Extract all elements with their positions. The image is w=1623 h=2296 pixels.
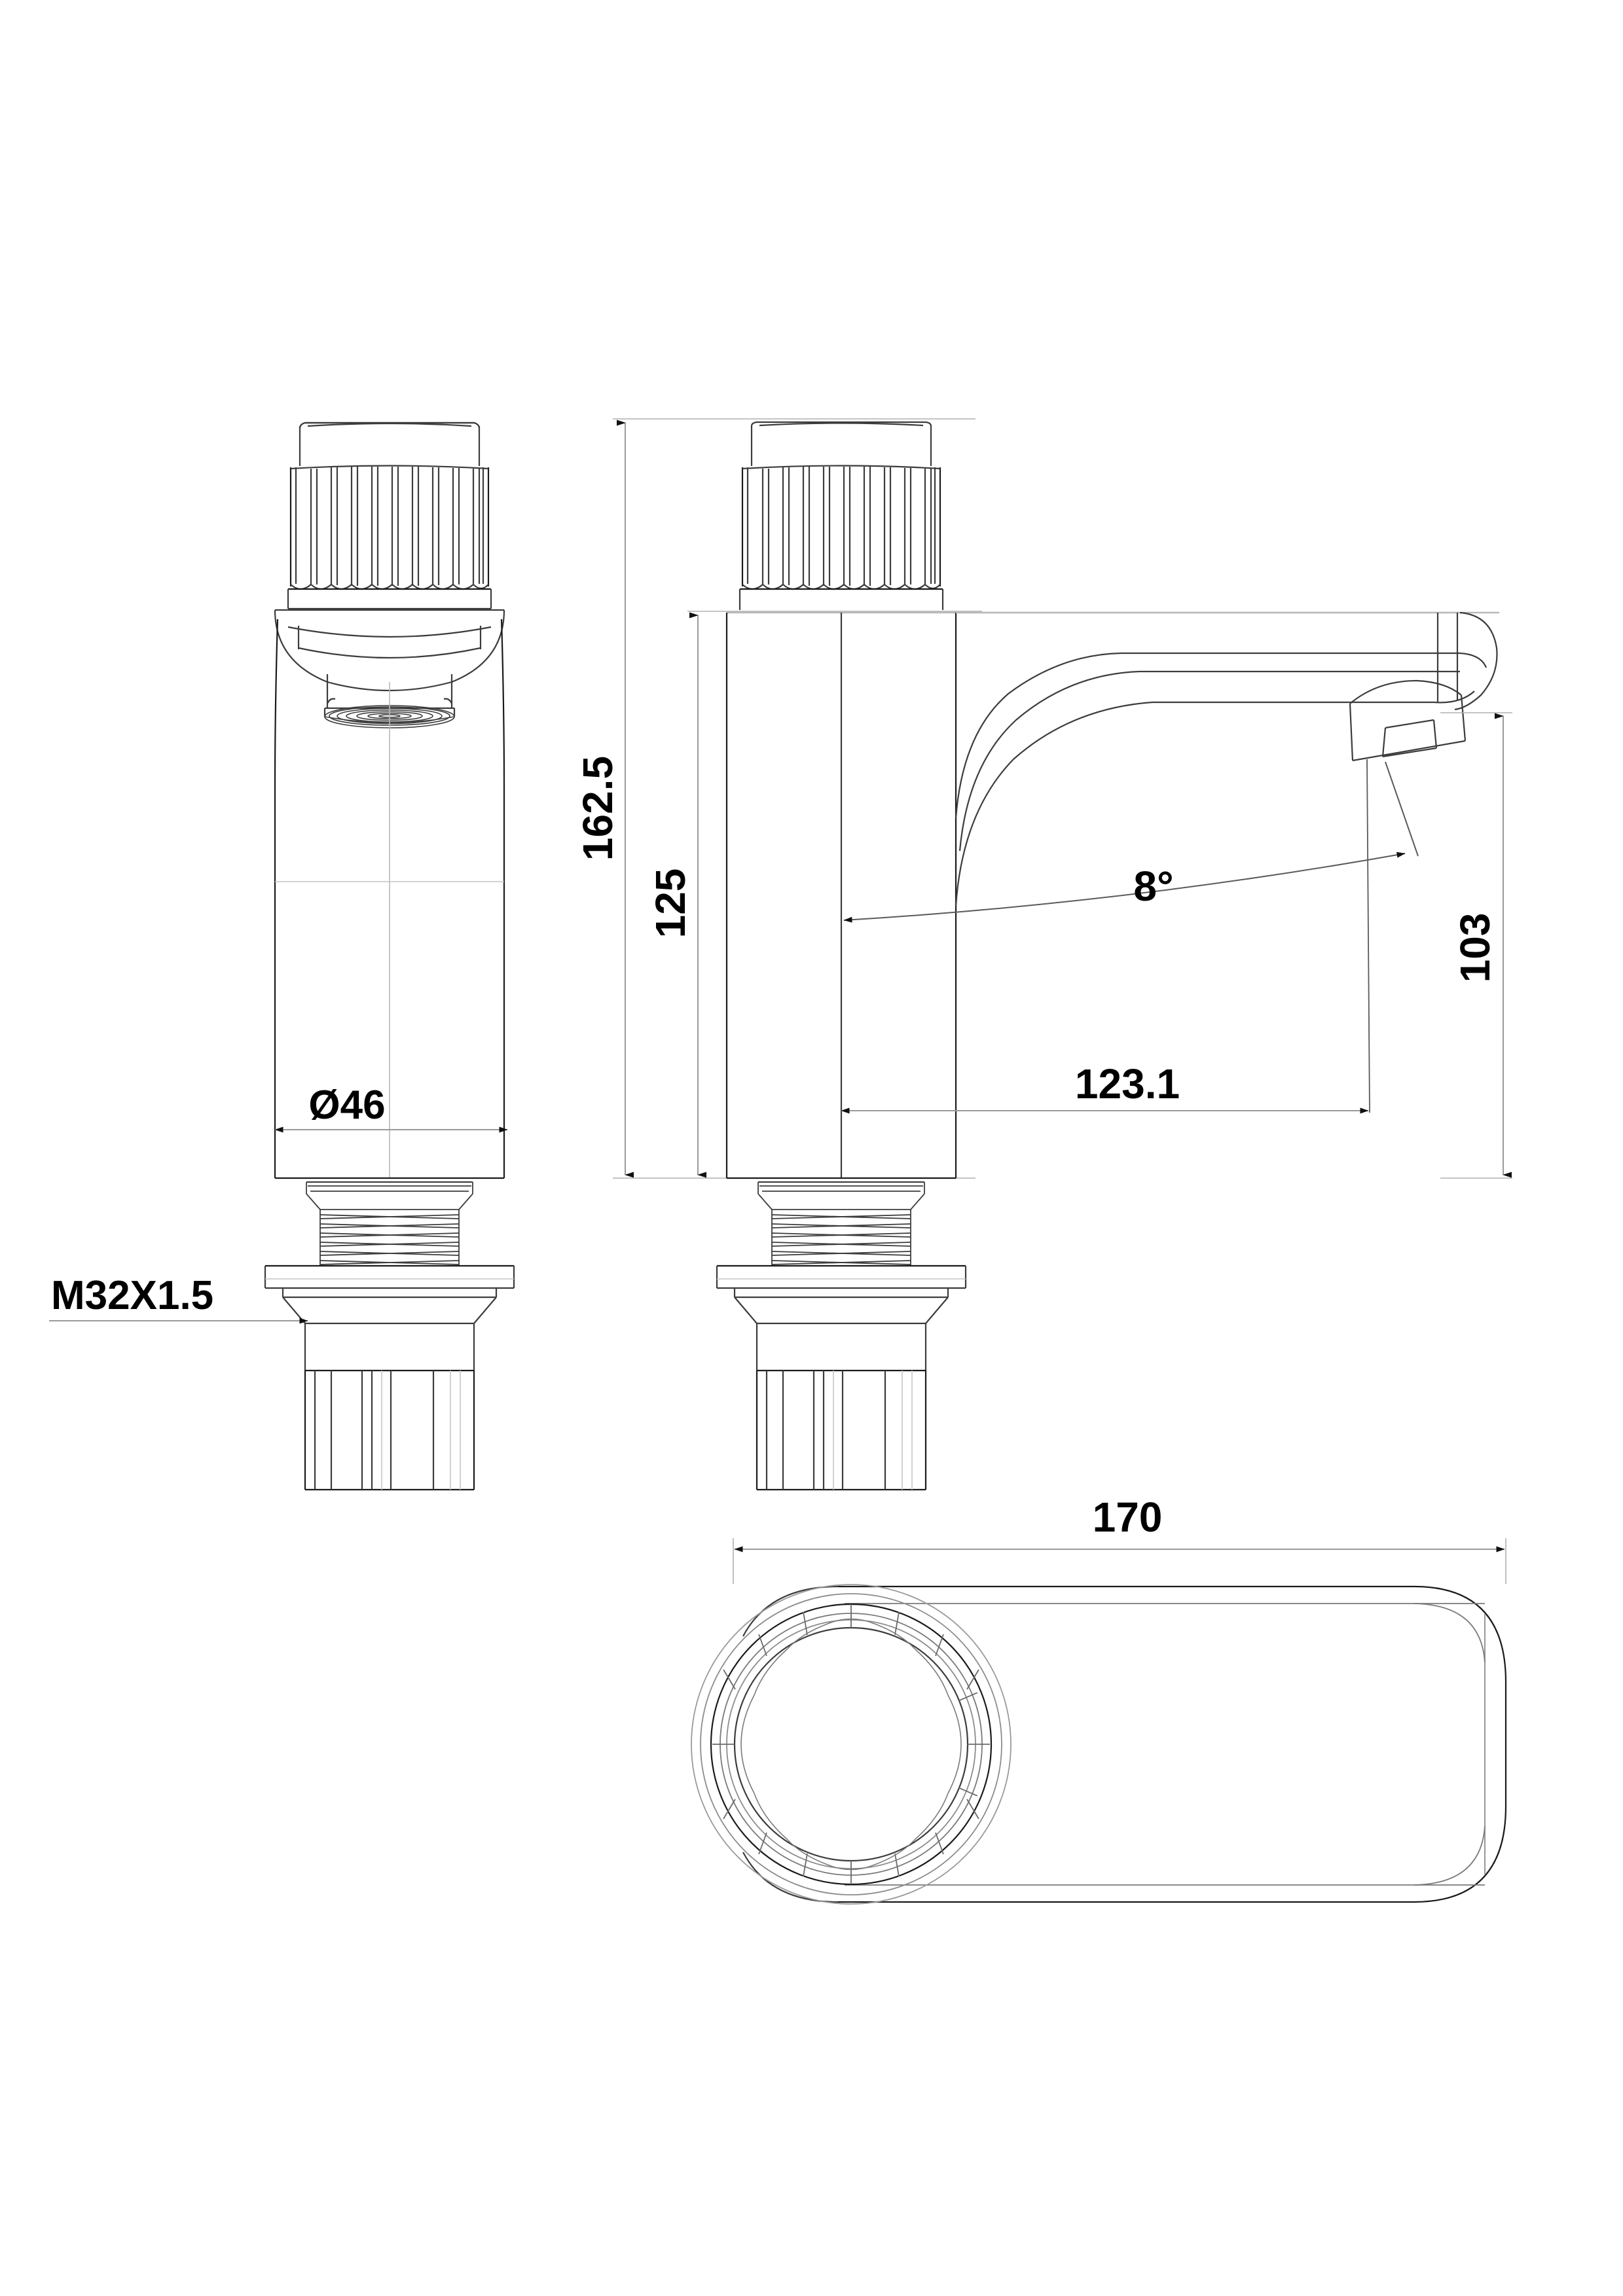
dimension-handle-diameter: Ø46 — [274, 1083, 508, 1133]
side-handle-knurl — [741, 465, 941, 590]
plan-body-outline — [742, 1585, 1507, 1903]
dimension-overall-length-label: 170 — [1093, 1494, 1163, 1541]
side-aerator-housing — [1349, 679, 1467, 762]
dimension-body-height-label: 125 — [647, 869, 694, 939]
dimension-handle-diameter-label: Ø46 — [308, 1083, 385, 1128]
dimension-spout-reach-label: 123.1 — [1075, 1060, 1180, 1107]
dimension-overall-length: 170 — [733, 1494, 1506, 1584]
front-mounting-flange — [264, 1265, 515, 1325]
front-handle-cap — [299, 422, 481, 466]
front-elevation-view — [264, 422, 515, 1491]
dimension-overall-height: 162.5 — [574, 418, 976, 1179]
side-threaded-shank — [757, 1181, 925, 1266]
front-handle-knurl — [289, 465, 490, 590]
dimension-overall-height-label: 162.5 — [574, 756, 621, 861]
dimension-spout-angle-label: 8° — [1133, 863, 1173, 910]
side-mounting-flange — [716, 1265, 967, 1325]
top-plan-view — [691, 1584, 1507, 1905]
dimension-spout-height: 103 — [1440, 712, 1512, 1179]
dimension-thread-spec-label: M32X1.5 — [51, 1273, 213, 1318]
front-body-column — [274, 619, 505, 1179]
side-elevation-view — [716, 421, 1499, 1491]
side-spout-arm — [955, 611, 1498, 906]
side-tailpiece — [756, 1323, 927, 1491]
front-handle-collar — [287, 588, 492, 610]
front-body-shoulder — [274, 609, 505, 692]
plan-handle-ring — [691, 1584, 1012, 1905]
front-threaded-shank — [306, 1181, 473, 1266]
dimension-body-height: 125 — [647, 611, 982, 1178]
side-handle-collar — [739, 588, 944, 610]
side-body-column — [725, 613, 957, 1179]
dimension-spout-reach: 123.1 — [841, 1060, 1369, 1114]
dimension-spout-height-label: 103 — [1451, 913, 1499, 983]
dimension-thread-spec: M32X1.5 — [49, 1273, 308, 1324]
side-handle-cap — [750, 421, 932, 466]
front-tailpiece — [304, 1323, 475, 1491]
dimension-spout-angle: 8° — [843, 759, 1419, 1113]
